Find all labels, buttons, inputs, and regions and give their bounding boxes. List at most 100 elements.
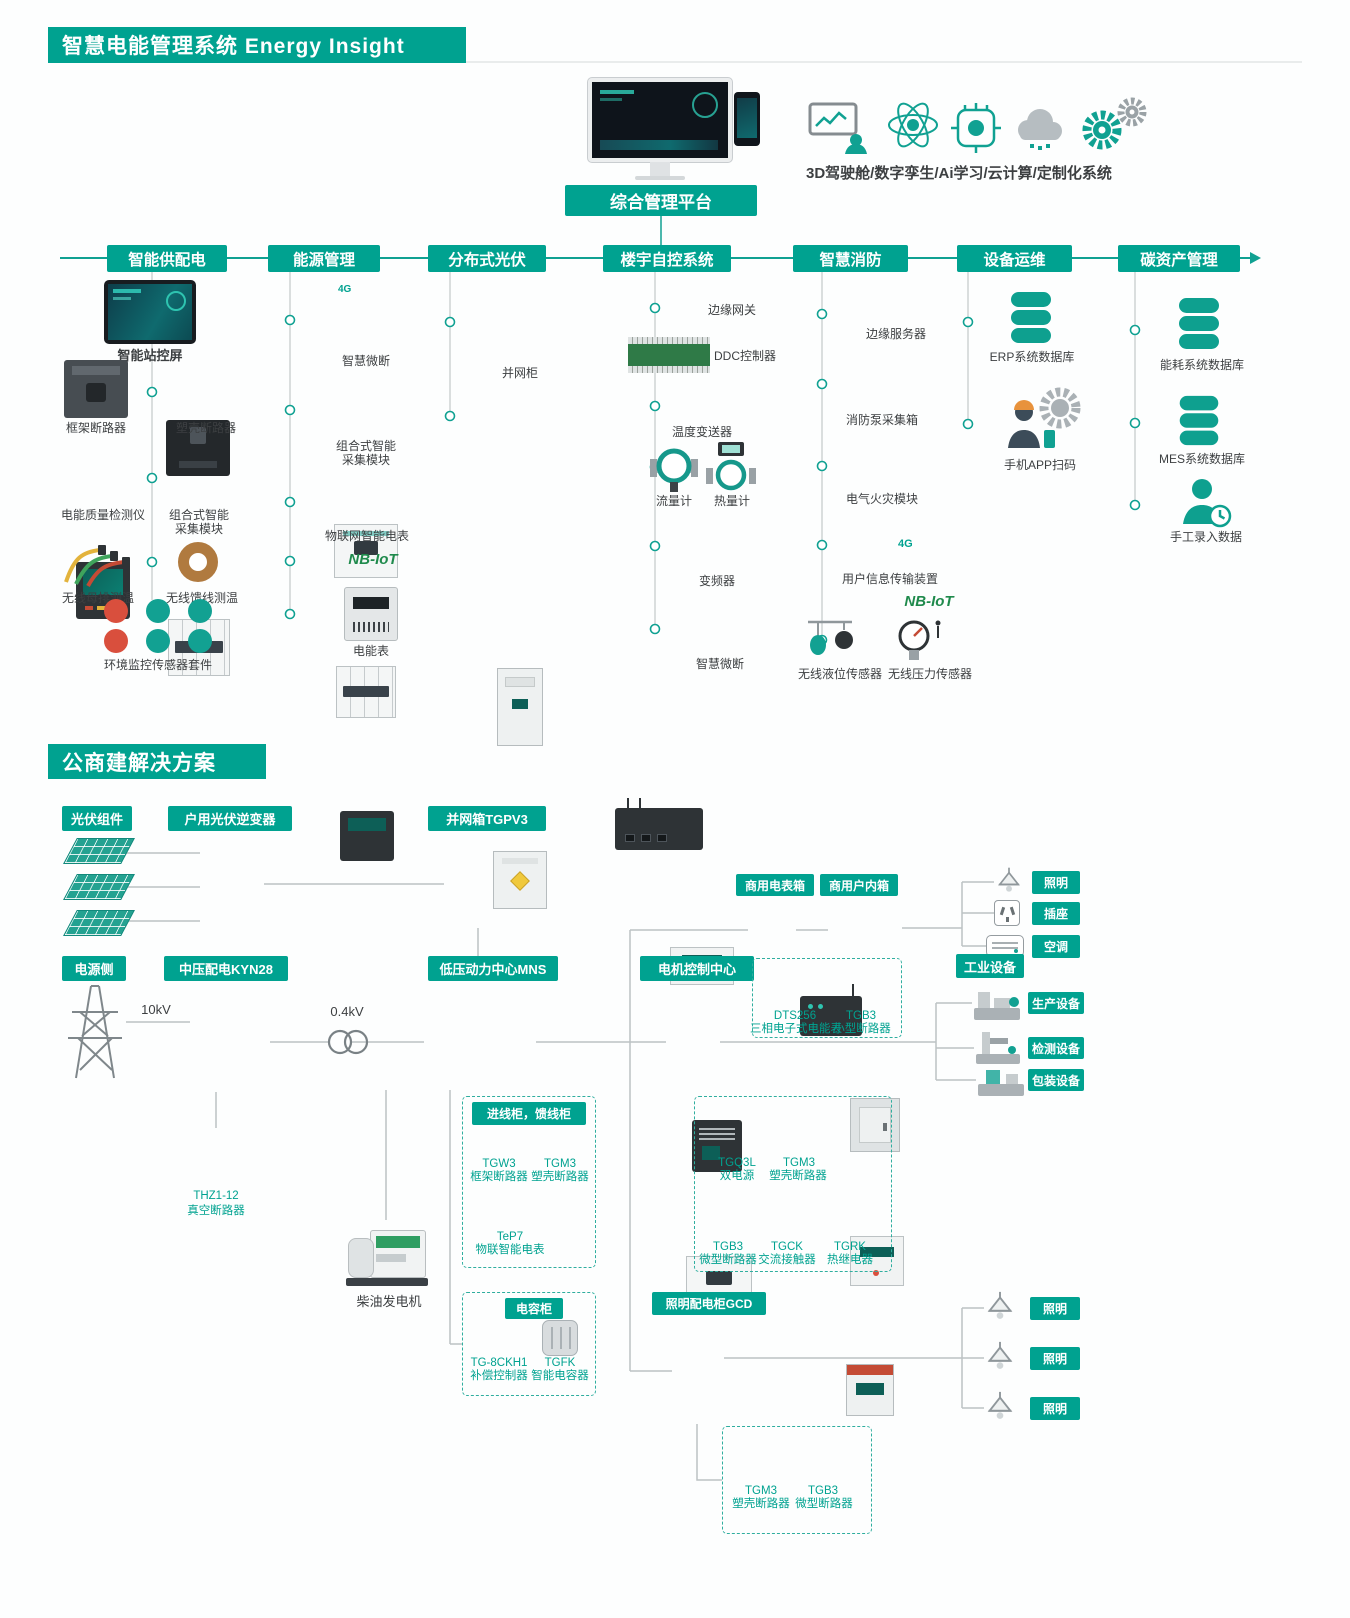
label-mes-database: MES系统数据库 <box>1158 452 1245 466</box>
production-equipment-tag: 生产设备 <box>1028 992 1084 1014</box>
label-feeder-temp: 无线馈线测温 <box>165 591 238 605</box>
label-grid-connection-cabinet: 并网柜 <box>501 366 538 380</box>
label-smart-micro-breaker-2: 智慧微断 <box>695 657 744 671</box>
label-fire-pump-box: 消防泵采集箱 <box>845 413 918 427</box>
capacitor-panel-tag: 电容柜 <box>505 1298 563 1319</box>
category-header-energy-management: 能源管理 <box>268 245 380 272</box>
label-tgb3-small-model: TGB3 <box>845 1010 877 1022</box>
label-tgb3-small-name: 小型断路器 <box>833 1023 891 1035</box>
diesel-generator-device <box>346 1220 428 1290</box>
smartphone-device <box>734 92 760 146</box>
meter-breaker-group <box>752 958 902 1038</box>
badge-4g-fire: 4G <box>898 538 913 550</box>
motor-control-group <box>694 1096 892 1272</box>
testing-equipment-icon <box>976 1032 1020 1064</box>
label-tgb3-gcd-model: TGB3 <box>807 1485 839 1497</box>
label-manual-entry: 手工录入数据 <box>1169 530 1242 544</box>
feeder-temp-sensor-icon <box>178 542 218 582</box>
label-heat-meter: 热量计 <box>713 494 750 508</box>
label-electrical-fire-module: 电气火灾模块 <box>845 492 918 506</box>
pv-module-tag: 光伏组件 <box>62 806 132 831</box>
gcd-tag: 照明配电柜GCD <box>652 1292 766 1315</box>
label-tgm3-incoming-name: 塑壳断路器 <box>531 1171 589 1183</box>
label-ddc-controller: DDC控制器 <box>714 349 776 363</box>
gcd-breaker-group <box>722 1426 872 1534</box>
category-header-carbon-asset: 碳资产管理 <box>1118 245 1240 272</box>
solar-panels-icon <box>62 836 142 940</box>
label-flow-meter: 流量计 <box>655 494 692 508</box>
category-header-distributed-pv: 分布式光伏 <box>428 245 546 272</box>
lamp-icon-3 <box>987 1391 1013 1419</box>
label-app-scan: 手机APP扫码 <box>1003 458 1076 472</box>
label-edge-gateway: 边缘网关 <box>708 303 757 317</box>
incoming-feeder-tag: 进线柜，馈线柜 <box>472 1102 586 1125</box>
label-smart-micro-breaker: 智慧微断 <box>341 354 390 368</box>
label-tgfk-model: TGFK <box>544 1357 576 1369</box>
solution-title: 公商建解决方案 <box>62 751 216 775</box>
grid-connection-cabinet-device <box>497 668 543 746</box>
category-header-smart-fire: 智慧消防 <box>793 245 908 272</box>
label-diesel-generator: 柴油发电机 <box>356 1294 422 1309</box>
frame-breaker-device <box>64 360 128 418</box>
label-energy-database: 能耗系统数据库 <box>1159 358 1244 372</box>
capacitor-panel-group <box>462 1292 596 1396</box>
cockpit-icon <box>808 102 867 154</box>
app-scan-worker-icon <box>1008 387 1081 448</box>
meter-box-tag: 商用电表箱 <box>736 874 814 896</box>
label-dts256-name: 三相电子式电能表 <box>750 1023 842 1035</box>
lv-center-tag: 低压动力中心MNS <box>428 956 558 981</box>
busbar-temp-sensor-icon <box>64 545 130 587</box>
testing-equipment-tag: 检测设备 <box>1028 1037 1084 1059</box>
label-tgrk-name: 热继电器 <box>827 1254 873 1266</box>
label-temperature-transmitter: 温度变送器 <box>671 425 732 439</box>
label-pressure-sensor: 无线压力传感器 <box>887 667 972 681</box>
label-tgb3-micro-model: TGB3 <box>712 1241 744 1253</box>
nbiot-logo-2: NB-IoT <box>904 593 954 610</box>
label-tep7-model: TeP7 <box>496 1231 524 1243</box>
label-power-quality-meter: 电能质量检测仪 <box>60 508 145 522</box>
production-equipment-icon <box>974 992 1020 1020</box>
label-level-sensor: 无线液位传感器 <box>797 667 882 681</box>
socket-icon <box>994 900 1020 926</box>
load-lighting-tag: 照明 <box>1032 871 1080 894</box>
category-header-building-automation: 楼宇自控系统 <box>603 245 731 272</box>
page-title: 智慧电能管理系统 Energy Insight <box>62 35 405 58</box>
label-tgb3-gcd-name: 微型断路器 <box>795 1498 853 1510</box>
packaging-equipment-icon <box>978 1070 1024 1096</box>
label-tgm3-mcc-model: TGM3 <box>783 1157 815 1169</box>
platform-label: 综合管理平台 <box>565 185 757 216</box>
smart-micro-breaker-device <box>334 524 398 578</box>
label-tg8ckh1-model: TG-8CKH1 <box>470 1357 528 1369</box>
label-tgm3-incoming-model: TGM3 <box>544 1158 576 1170</box>
label-frame-breaker: 框架断路器 <box>65 421 126 435</box>
lamp-icon-2 <box>987 1341 1013 1369</box>
platform-monitor-device <box>588 78 732 180</box>
lamp-icon-1 <box>987 1291 1013 1319</box>
label-combined-collection-module: 组合式智能采集模块 <box>168 508 229 537</box>
label-tep7-name: 物联智能电表 <box>475 1244 545 1256</box>
label-tgck-model: TGCK <box>771 1241 803 1253</box>
pv-metering-box-device <box>493 851 547 909</box>
incoming-feeder-panel-group <box>462 1096 596 1268</box>
industrial-tag: 工业设备 <box>956 954 1024 978</box>
lamp-tag-2: 照明 <box>1030 1347 1080 1370</box>
label-tgfk-name: 智能电容器 <box>531 1370 589 1382</box>
pressure-sensor-icon <box>898 620 941 660</box>
label-iot-smart-meter: 物联网智能电表 <box>324 529 409 543</box>
kwh-meter-device <box>344 587 398 641</box>
label-vfd: 变频器 <box>698 574 735 588</box>
label-tgrk-model: TGRK <box>834 1241 866 1253</box>
level-sensor-icon <box>808 620 853 655</box>
cloud-computing-icon <box>1018 109 1062 150</box>
gears-icon <box>1082 97 1147 150</box>
solution-section-banner: 公商建解决方案 <box>48 744 266 779</box>
flow-meter-icon <box>650 448 698 492</box>
env-sensor-kit-icon <box>100 597 216 655</box>
packaging-equipment-tag: 包装设备 <box>1028 1069 1084 1091</box>
molded-case-breaker-device <box>166 420 230 476</box>
tech-caption: 3D驾驶舱/数字孪生/Ai学习/云计算/定制化系统 <box>806 165 1112 182</box>
label-dts256-model: DTS256 <box>773 1010 817 1022</box>
label-tgm3-mcc-name: 塑壳断路器 <box>769 1170 827 1182</box>
load-ac-tag: 空调 <box>1032 935 1080 958</box>
label-edge-server: 边缘服务器 <box>866 327 927 341</box>
